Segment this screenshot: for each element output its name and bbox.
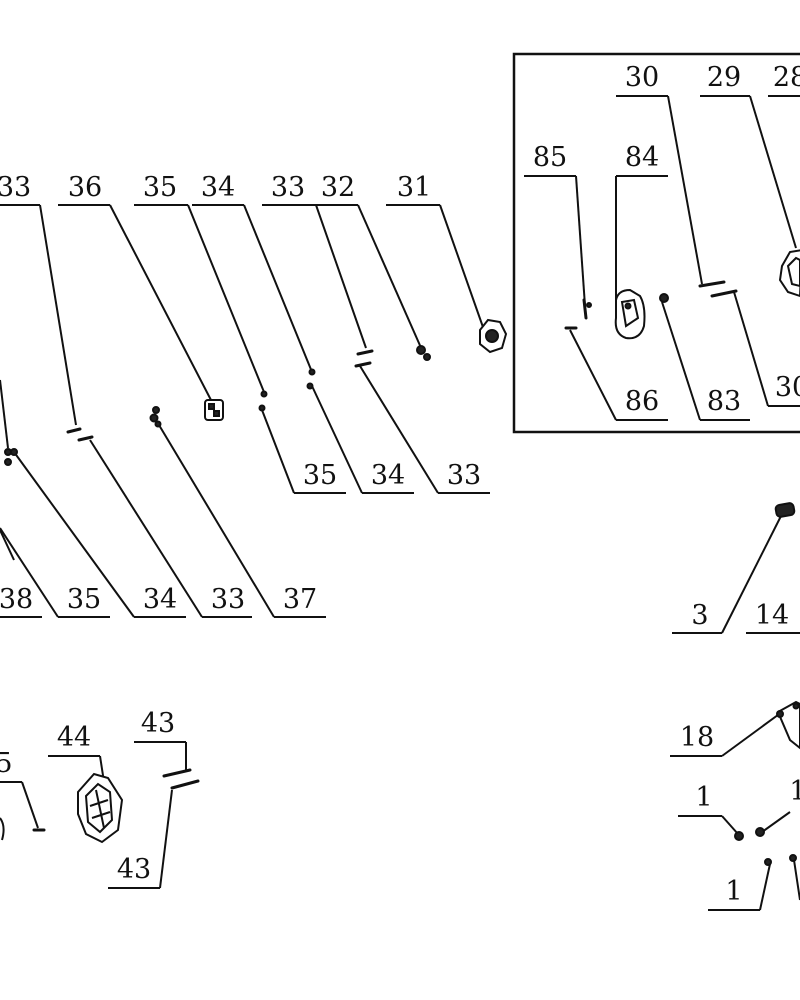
- callout-33-top: 33: [262, 172, 367, 349]
- svg-text:86: 86: [625, 386, 659, 417]
- svg-text:35: 35: [67, 584, 101, 615]
- svg-text:43: 43: [117, 854, 151, 885]
- callout-33-top-left: 33: [0, 172, 77, 426]
- svg-text:33: 33: [447, 460, 481, 491]
- part-clip-43: [162, 768, 200, 790]
- svg-text:33: 33: [211, 584, 245, 615]
- part-pin-85: [582, 298, 592, 320]
- part-housing-84: [614, 288, 646, 340]
- inset-frame: [512, 52, 800, 434]
- callout-38: 38: [0, 529, 42, 618]
- svg-text:3: 3: [691, 600, 708, 631]
- part-gear-31: [479, 318, 508, 354]
- callout-43-bottom: 43: [108, 789, 173, 889]
- svg-text:43: 43: [141, 708, 175, 739]
- leader-38-left: [0, 379, 9, 449]
- svg-text:18: 18: [680, 722, 714, 753]
- callout-31: 31: [386, 172, 485, 331]
- svg-text:85: 85: [533, 142, 567, 173]
- part-bracket-18: [776, 700, 800, 750]
- svg-text:1: 1: [725, 876, 742, 907]
- callout-43-top: 43: [134, 708, 187, 770]
- callout-35-top: 35: [134, 172, 265, 393]
- part-screws-1: [734, 827, 797, 866]
- callout-35-mid: 35: [261, 409, 346, 494]
- callout-34-mid: 34: [311, 385, 414, 494]
- svg-text:35: 35: [143, 172, 177, 203]
- svg-text:37: 37: [283, 584, 317, 615]
- svg-text:31: 31: [397, 172, 431, 203]
- svg-text:5: 5: [0, 748, 13, 779]
- callout-85: 85: [524, 142, 586, 307]
- svg-text:36: 36: [68, 172, 102, 203]
- callout-32: 32: [316, 172, 423, 351]
- part-bracket-37: [149, 406, 162, 428]
- part-arc-left-edge: [0, 817, 5, 841]
- callout-36: 36: [58, 172, 213, 403]
- callout-33-low: 33: [89, 439, 252, 618]
- part-block-36: [204, 399, 224, 421]
- svg-text:33: 33: [271, 172, 305, 203]
- svg-text:14: 14: [755, 600, 789, 631]
- part-screw-83: [659, 293, 669, 303]
- svg-text:34: 34: [143, 584, 177, 615]
- svg-text:83: 83: [707, 386, 741, 417]
- svg-text:44: 44: [57, 722, 91, 753]
- svg-text:35: 35: [303, 460, 337, 491]
- callout-5: 5: [0, 748, 39, 829]
- callout-1-lower: 1: [708, 859, 800, 911]
- part-nut-35: [258, 390, 268, 412]
- callout-34-top: 34: [192, 172, 313, 373]
- callout-44: 44: [48, 722, 105, 783]
- callout-30-bottom: 30: [733, 291, 800, 407]
- callout-28: 28: [768, 62, 800, 97]
- part-housing-44: [77, 772, 124, 844]
- svg-text:38: 38: [0, 584, 33, 615]
- callout-18: 18: [670, 711, 783, 757]
- svg-text:32: 32: [321, 172, 355, 203]
- callout-35-low: 35: [0, 527, 110, 618]
- part-clip-30: [698, 280, 738, 298]
- callout-83: 83: [661, 301, 750, 421]
- part-clip-33-left: [66, 427, 94, 442]
- callout-3: 3: [672, 513, 783, 634]
- svg-text:1: 1: [789, 776, 800, 807]
- callout-30-top: 30: [616, 62, 703, 285]
- svg-text:34: 34: [201, 172, 235, 203]
- callout-29: 29: [700, 62, 797, 249]
- svg-text:84: 84: [625, 142, 659, 173]
- svg-text:33: 33: [0, 172, 31, 203]
- callout-1-upper: 1: [678, 782, 739, 835]
- callout-86: 86: [569, 329, 668, 421]
- callout-33-mid: 33: [359, 365, 490, 494]
- part-bolt-32: [416, 345, 431, 361]
- svg-text:30: 30: [775, 372, 800, 403]
- part-gear-29: [778, 249, 800, 298]
- svg-text:34: 34: [371, 460, 405, 491]
- part-nut-34: [306, 368, 316, 390]
- svg-text:28: 28: [773, 62, 800, 93]
- callout-34-low: 34: [13, 451, 186, 618]
- part-pin-38: [4, 448, 18, 466]
- svg-text:29: 29: [707, 62, 741, 93]
- callout-1-right: 1: [761, 776, 800, 833]
- svg-text:1: 1: [695, 782, 712, 813]
- part-clip-33-mid: [354, 349, 374, 368]
- part-plug-3: [774, 502, 796, 518]
- callout-37: 37: [155, 419, 326, 618]
- callout-14: 14: [746, 600, 800, 634]
- callout-84: 84: [615, 142, 668, 318]
- svg-text:30: 30: [625, 62, 659, 93]
